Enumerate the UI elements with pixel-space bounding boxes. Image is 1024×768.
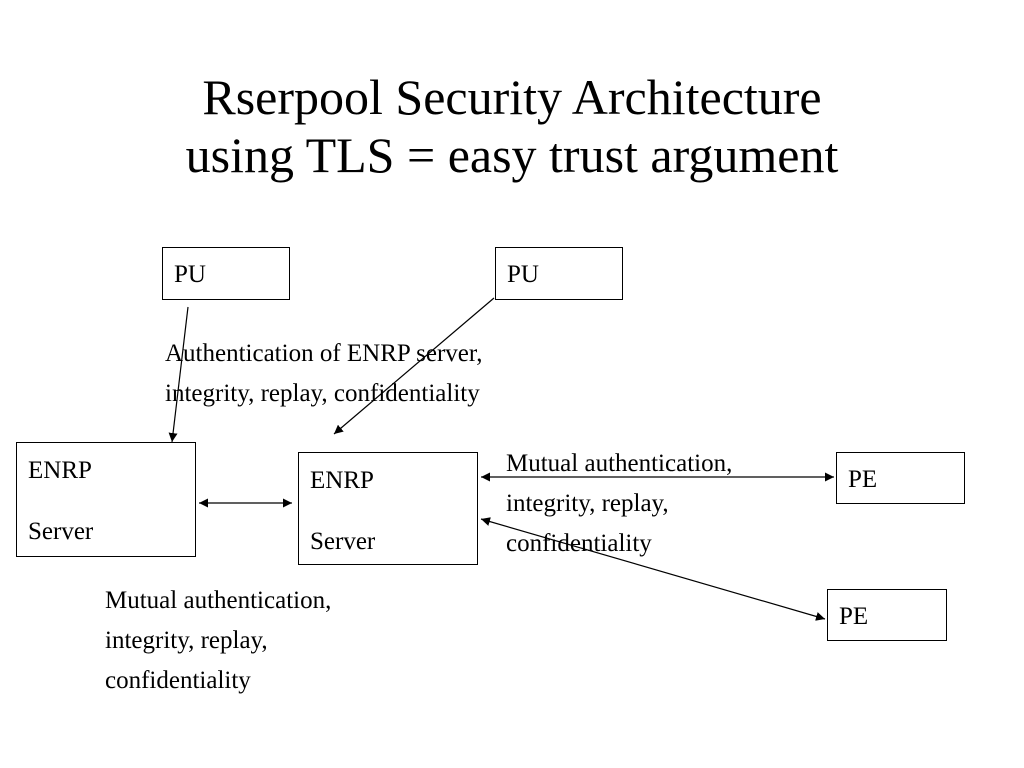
server-label: Server	[310, 528, 376, 555]
pu-label: PU	[174, 261, 206, 288]
pe-box-top: PE	[836, 452, 965, 504]
caption-line: integrity, replay,	[506, 490, 669, 517]
server-label: Server	[28, 518, 94, 545]
slide-title-line-1: Rserpool Security Architecture	[202, 69, 822, 125]
pe-box-bottom: PE	[827, 589, 947, 641]
caption-line: confidentiality	[105, 667, 251, 694]
caption-line: integrity, replay,	[105, 627, 268, 654]
caption-enrp-pe-security: Mutual authentication, integrity, replay…	[506, 444, 732, 564]
pu-box-left: PU	[162, 247, 290, 300]
pe-label: PE	[839, 603, 869, 630]
enrp-server-box-center: ENRP Server	[298, 452, 478, 565]
caption-line: confidentiality	[506, 530, 652, 557]
caption-enrp-enrp-security: Mutual authentication, integrity, replay…	[105, 581, 331, 701]
caption-pu-enrp-security: Authentication of ENRP server, integrity…	[165, 334, 482, 414]
caption-line: integrity, replay, confidentiality	[165, 380, 480, 407]
caption-line: Mutual authentication,	[506, 450, 733, 477]
pu-box-right: PU	[495, 247, 623, 300]
pu-label: PU	[507, 261, 539, 288]
enrp-label: ENRP	[310, 467, 374, 494]
pe-label: PE	[848, 466, 878, 493]
caption-line: Authentication of ENRP server,	[165, 340, 483, 367]
enrp-server-box-left: ENRP Server	[16, 442, 196, 557]
enrp-label: ENRP	[28, 457, 92, 484]
slide-title: Rserpool Security Architecture using TLS…	[0, 68, 1024, 184]
caption-line: Mutual authentication,	[105, 587, 332, 614]
slide-title-line-2: using TLS = easy trust argument	[185, 127, 839, 183]
